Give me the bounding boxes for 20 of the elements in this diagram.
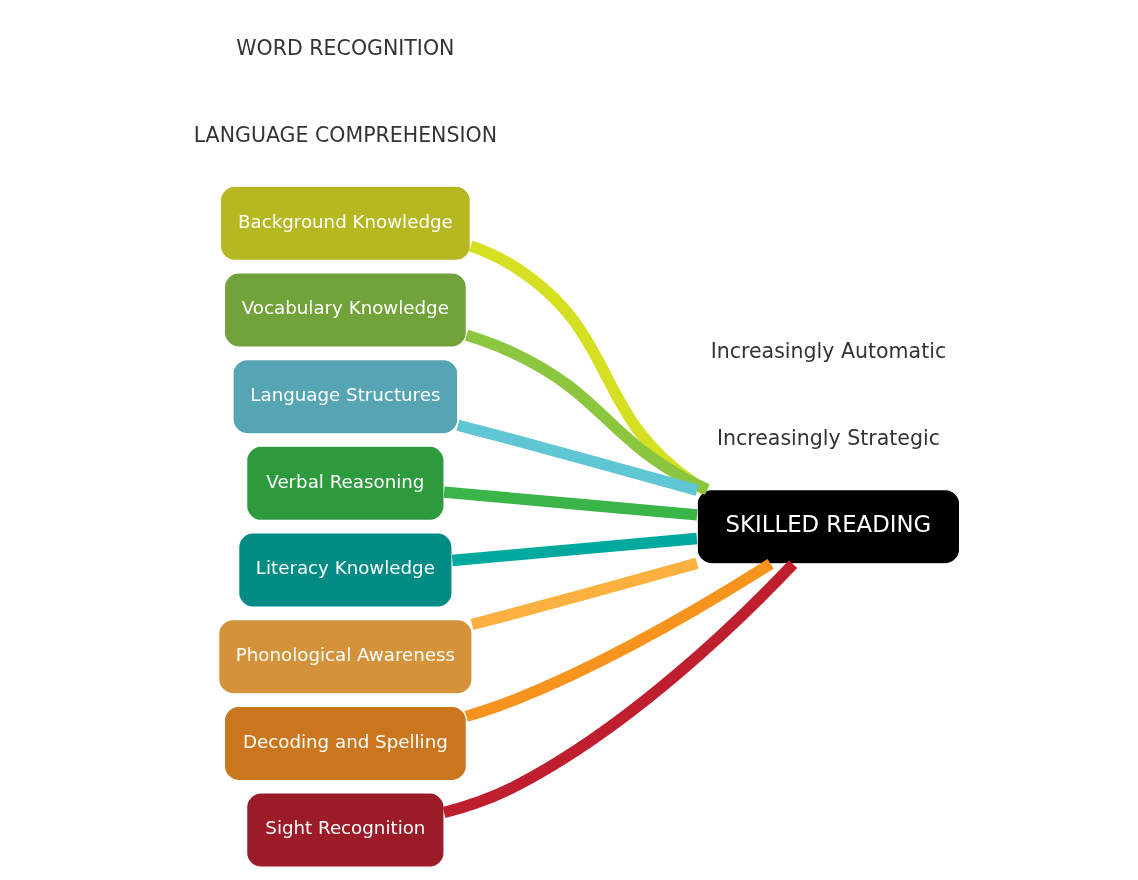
node-box: Verbal Reasoning bbox=[245, 445, 445, 521]
connector bbox=[470, 557, 699, 631]
label: Increasingly Strategic bbox=[716, 426, 940, 451]
node-box: Literacy Knowledge bbox=[237, 532, 453, 608]
label: WORD RECOGNITION bbox=[235, 35, 454, 60]
connector bbox=[464, 329, 710, 495]
node-box: Background Knowledge bbox=[219, 185, 471, 261]
node-box: Decoding and Spelling bbox=[223, 705, 467, 782]
connector bbox=[443, 486, 698, 521]
node-box: Language Structures bbox=[231, 359, 458, 435]
connector bbox=[451, 532, 697, 567]
node-box: Phonological Awareness bbox=[217, 619, 473, 695]
connector bbox=[456, 419, 699, 496]
node-box: Sight Recognition bbox=[245, 792, 445, 868]
node-box: Vocabulary Knowledge bbox=[223, 272, 467, 348]
connector bbox=[442, 560, 797, 819]
label: Increasingly Automatic bbox=[710, 339, 946, 364]
node-box: SKILLED READING bbox=[696, 489, 960, 565]
connector bbox=[464, 559, 774, 722]
label: LANGUAGE COMPREHENSION bbox=[193, 122, 497, 147]
